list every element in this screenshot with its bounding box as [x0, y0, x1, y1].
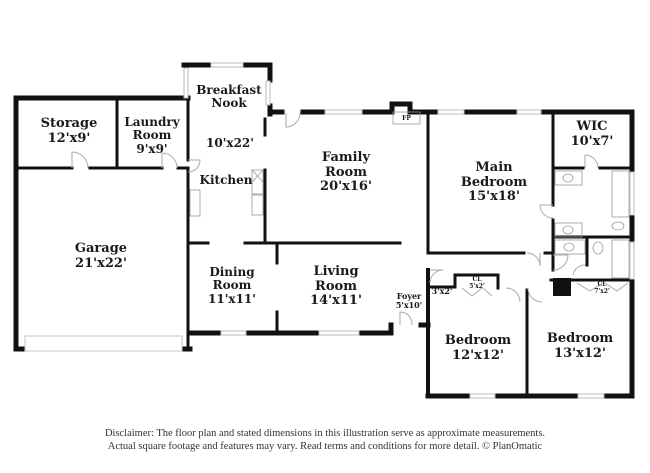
- room-name: Storage: [40, 116, 98, 131]
- room-dims: 5'x10': [395, 299, 423, 310]
- room-kitchen: Kitchen: [199, 173, 253, 187]
- closet-name: CL: [472, 276, 482, 283]
- closet-2: CL 7'x2': [582, 281, 622, 295]
- disclaimer-line-1: Disclaimer: The floor plan and stated di…: [104, 428, 546, 439]
- room-name: Foyer: [396, 291, 422, 301]
- room-main-bedroom: Main Bedroom 15'x18': [452, 160, 536, 205]
- room-name: Bedroom: [460, 174, 528, 190]
- room-name: Living: [313, 264, 359, 279]
- room-dining: Dining Room 11'x11': [196, 265, 268, 306]
- room-name: Garage: [74, 241, 128, 256]
- hall-closet-dims: 3'x2': [431, 286, 453, 296]
- room-name: Room: [325, 164, 367, 180]
- room-name: Room: [132, 128, 172, 143]
- room-dims: 12'x12': [452, 347, 504, 363]
- room-storage: Storage 12'x9': [32, 116, 106, 146]
- room-wic: WIC 10'x7': [560, 119, 624, 149]
- room-bedroom-3: Bedroom 13'x12': [538, 331, 622, 361]
- closet-dims: 7'x2': [594, 287, 610, 295]
- room-name: Room: [315, 278, 357, 294]
- room-dims: 12'x9': [47, 130, 91, 146]
- room-name: Bedroom: [546, 331, 614, 346]
- room-name: Nook: [211, 96, 247, 111]
- room-living: Living Room 14'x11': [298, 264, 374, 309]
- room-name: Dining: [209, 265, 255, 279]
- room-name: Room: [212, 278, 252, 293]
- room-kitchen-dims: 10'x22': [206, 136, 254, 150]
- room-dims: 11'x11': [208, 291, 256, 306]
- room-name: WIC: [576, 119, 608, 134]
- closet-dims: 5'x2': [469, 282, 485, 290]
- room-dims: 9'x9': [136, 141, 168, 156]
- windows: [24, 62, 635, 399]
- room-name: Breakfast: [196, 83, 262, 97]
- room-laundry: Laundry Room 9'x9': [120, 115, 184, 156]
- room-name: Bedroom: [444, 333, 512, 348]
- closet-1: CL 5'x2': [458, 276, 496, 290]
- doors: [71, 112, 629, 326]
- chase-block: [553, 278, 571, 296]
- disclaimer-line-2: Actual square footage and features may v…: [107, 441, 543, 453]
- room-garage: Garage 21'x22': [60, 241, 142, 271]
- room-bedroom-2: Bedroom 12'x12': [436, 333, 520, 363]
- room-dims: 20'x16': [320, 179, 372, 195]
- fireplace-label: FP: [402, 115, 411, 122]
- room-name: Family: [321, 150, 371, 165]
- walls: [13, 62, 635, 399]
- room-dims: 15'x18': [468, 189, 520, 205]
- closet-name: CL: [597, 281, 607, 288]
- disclaimer: Disclaimer: The floor plan and stated di…: [0, 427, 650, 453]
- room-dims: 13'x12': [554, 345, 606, 361]
- room-name: Laundry: [124, 115, 180, 129]
- room-breakfast-nook: Breakfast Nook: [192, 83, 266, 111]
- room-dims: 10'x7': [570, 133, 614, 149]
- room-dims: 14'x11': [310, 293, 362, 309]
- room-name: Main: [475, 160, 513, 175]
- room-dims: 21'x22': [75, 255, 127, 271]
- room-foyer: Foyer 5'x10': [392, 292, 426, 310]
- fixtures: [189, 111, 630, 279]
- room-family: Family Room 20'x16': [306, 150, 386, 195]
